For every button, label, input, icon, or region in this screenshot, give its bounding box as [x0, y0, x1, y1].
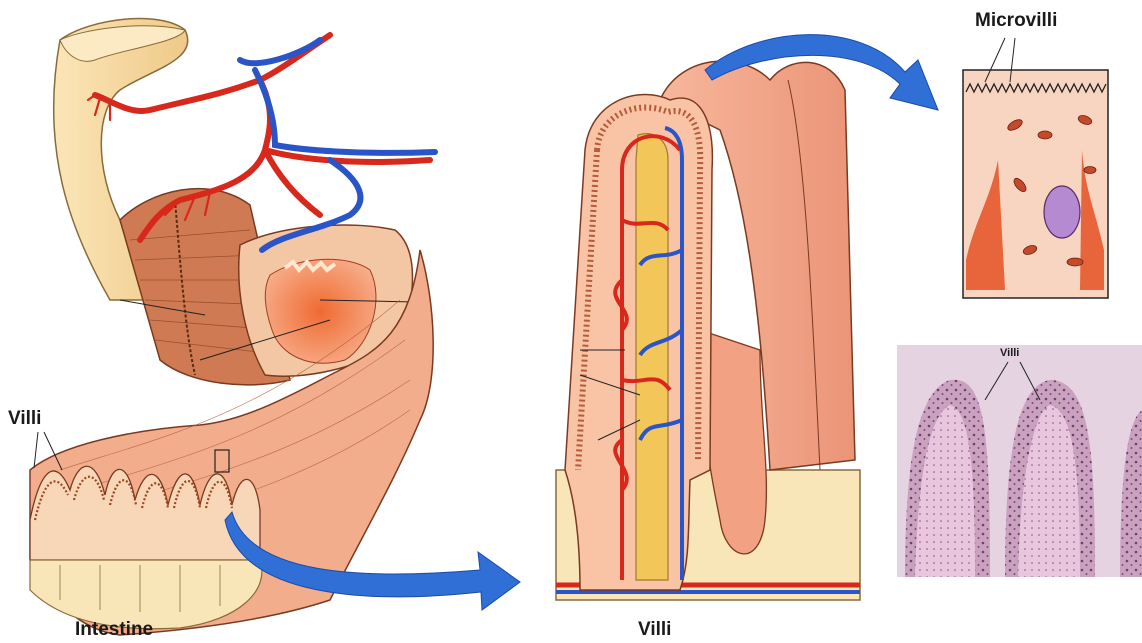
microvilli-label: Microvilli	[975, 10, 1057, 32]
cell-nucleus	[1044, 186, 1080, 238]
villus-illustration	[556, 61, 860, 600]
villi-micrograph	[897, 345, 1142, 577]
intestine-illustration	[30, 19, 433, 635]
intestine-villi-row	[30, 466, 260, 560]
villi-left-label: Villi	[8, 408, 41, 430]
microvilli-illustration	[963, 38, 1108, 298]
villi-micrograph-label: Villi	[1000, 347, 1019, 359]
intestine-label: Intestine	[75, 619, 153, 641]
lacteal	[636, 134, 668, 580]
villi-center-label: Villi	[638, 619, 671, 641]
